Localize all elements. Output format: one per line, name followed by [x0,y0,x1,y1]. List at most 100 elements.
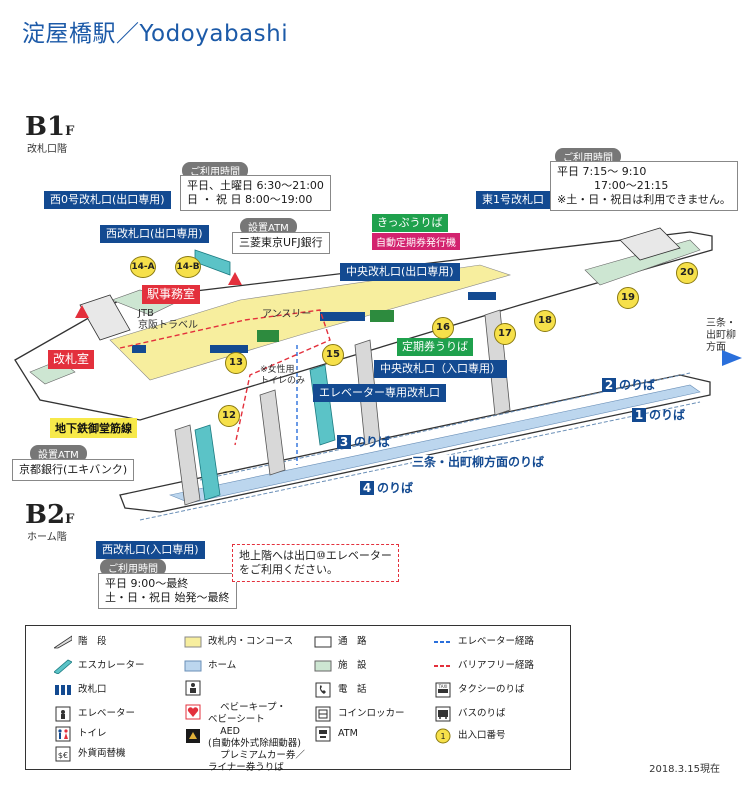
platform-2-num: 2 [602,378,616,392]
label-central-gate-exit: 中央改札口(出口専用) [340,263,460,281]
legend-barrier-free: バリアフリー経路 [434,660,534,672]
legend-exchange-text: 外貨両替機 [78,748,126,759]
label-ansuri: アンスリー [262,309,312,320]
legend-concourse-text: 改札内・コンコース [208,636,294,647]
stairs-1 [79,294,131,341]
atm-icon [315,726,331,742]
platform-4-num: 4 [360,481,374,495]
legend-elevator-route-text: エレベーター経路 [458,636,535,647]
elevator-route-line [434,641,452,643]
hours-right-top: 平日 7:15〜 9:10 17:00〜21:15 ※土・日・祝日は利用できませ… [550,161,738,211]
floor-b2-sub: ホーム階 [27,532,67,543]
aed-icon [185,704,201,720]
hours-tag-bottom: ご利用時間 [100,559,166,576]
gate-east1 [468,292,496,300]
legend-aed: AED (自動体外式除細動器) [185,702,301,750]
legend-passage-text: 通 路 [338,636,367,647]
exit-15: 15 [322,344,344,366]
page-title: 淀屋橋駅／Yodoyabashi [22,21,289,47]
barrier-free-route [119,309,331,446]
legend-bus-text: バスのりば [458,708,506,719]
pillar-2 [259,389,286,476]
toilet-icon [55,726,71,742]
legend-premium: プレミアムカー券／ ライナー券うりば [186,726,305,774]
atm-name-top: 三菱東京UFJ銀行 [232,232,330,254]
label-elevator-gate: エレベーター専用改札口 [313,384,446,402]
exit-14a: 14-A [130,256,156,278]
phone-icon [315,682,331,698]
legend-facility: 施 設 [314,660,367,672]
exit-17: 17 [494,323,516,345]
gate-west [210,345,248,353]
floor-b1-sub: 改札口階 [27,144,67,155]
exit-number-icon: 1 [435,728,451,744]
passage-swatch [314,636,332,648]
exit-arrow-1 [75,305,89,318]
svg-text:1: 1 [440,732,445,741]
legend-exit-number-text: 出入口番号 [458,730,506,741]
label-sanjo-direction: 三条・ 出町柳 方面 [706,318,736,353]
legend-phone: 電 話 [315,682,367,698]
platform-1-num: 1 [632,408,646,422]
legend-elevator-text: エレベーター [78,708,136,719]
legend-atm-text: ATM [338,728,358,739]
barrier-free-note: 地上階へは出口⑩エレベーター をご利用ください。 [232,544,399,582]
legend-escalator-text: エスカレーター [78,660,145,671]
legend-facility-text: 施 設 [338,660,367,671]
legend-taxi: TAXI タクシーのりば [435,682,525,698]
stairs-2 [619,227,681,261]
hours-bottom-left: 平日 9:00〜最終 土・日・祝日 始発〜最終 [98,573,237,609]
atm-name-left: 京都銀行(エキバンク) [12,459,135,481]
legend-locker: コインロッカー [315,706,405,722]
hours-tag-left: ご利用時間 [182,162,248,179]
platform-4-text: のりば [377,481,414,495]
label-jtb: JTB 京阪トラベル [138,308,198,331]
elevator-icon [55,706,71,722]
label-pass-sales: 定期券うりば [397,338,473,356]
barrier-free-line [434,665,452,667]
floor-b2-label: B2F [25,500,74,530]
exit-12: 12 [218,405,240,427]
concourse-swatch [184,636,202,648]
premium-car-icon [186,729,200,743]
legend-platform: ホーム [184,660,236,672]
label-station-office: 駅事務室 [142,285,201,304]
legend-gate: 改札口 [55,684,107,696]
legend-aed-text: AED (自動体外式除細動器) [208,726,301,749]
direction-arrow [722,350,742,366]
legend-exit-number: 1 出入口番号 [435,728,506,744]
b2-platform-fill [168,384,701,504]
label-ticket-sales: きっぷうりば [372,214,448,232]
legend-atm: ATM [315,726,358,742]
platform-2-text: のりば [619,378,656,392]
platform-1-text: のりば [649,408,686,422]
exit-14b: 14-B [175,256,201,278]
label-central-gate-entry: 中央改札口（入口専用） [374,360,507,378]
legend-exchange: $€ 外貨両替機 [55,746,126,762]
floor-b1-code: B1 [25,112,66,142]
escalator-icon [54,659,72,674]
exit-arrow-2 [228,272,242,285]
facility-center-2 [370,310,394,322]
hours-right-line2: 17:00〜21:15 [594,179,669,192]
legend-phone-text: 電 話 [338,684,367,695]
hours-right-line1: 平日 7:15〜 9:10 [557,165,647,178]
escalator-2 [309,364,336,446]
stairs-icon [54,635,72,649]
atm-tag-top: 設置ATM [240,218,297,235]
svg-text:TAXI: TAXI [438,684,448,689]
date-stamp: 2018.3.15現在 [649,764,720,775]
exit-16: 16 [432,317,454,339]
legend-elevator-route: エレベーター経路 [434,636,535,648]
platform-swatch [184,660,202,672]
exit-19: 19 [617,287,639,309]
label-gate-room: 改札室 [48,350,95,369]
legend-gate-text: 改札口 [78,684,107,695]
note-line2: をご利用ください。 [239,563,338,576]
b1-concourse-outline [14,231,713,421]
legend-locker-text: コインロッカー [338,708,405,719]
legend-baby-text: ベビーキープ・ ベビーシート [208,702,287,725]
